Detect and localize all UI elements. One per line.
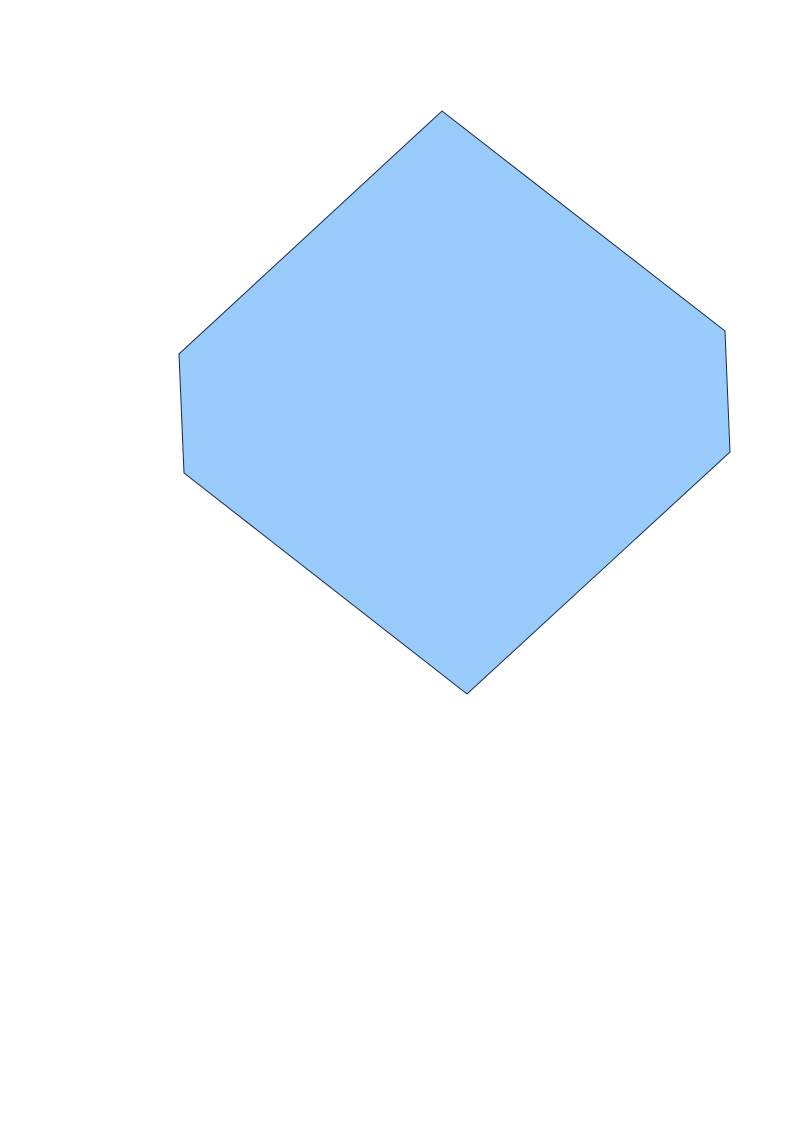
hexagon-shape [178,110,731,695]
